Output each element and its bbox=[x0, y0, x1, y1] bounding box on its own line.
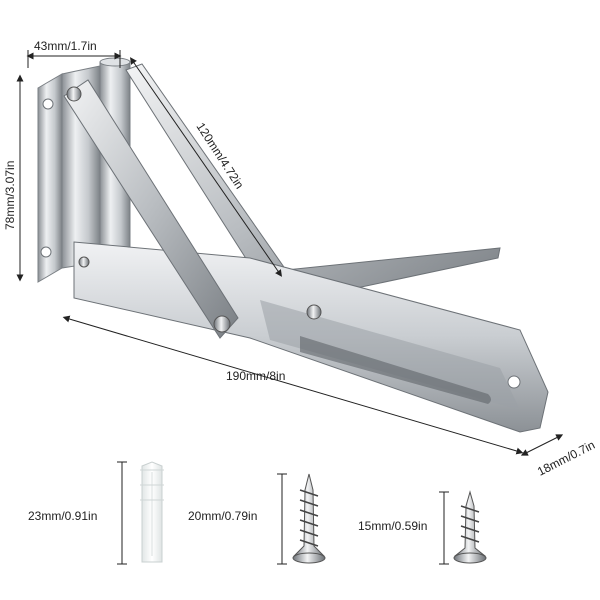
channel-end-hole bbox=[507, 375, 521, 389]
dimension-lines bbox=[16, 50, 564, 456]
pivot-rivet-top bbox=[66, 86, 82, 102]
folding-bracket bbox=[37, 57, 549, 433]
long-screw-length-label: 20mm/0.79in bbox=[188, 509, 257, 523]
wall-plate-hole-bottom bbox=[40, 246, 52, 258]
anchor-length-label: 23mm/0.91in bbox=[28, 509, 97, 523]
wall-plate-hole-top bbox=[42, 98, 54, 110]
short-screw bbox=[439, 490, 487, 565]
long-screw bbox=[277, 473, 326, 565]
short-screw-length-label: 15mm/0.59in bbox=[358, 519, 427, 533]
length-label: 190mm/8in bbox=[226, 369, 285, 383]
pivot-rivet-left bbox=[78, 256, 90, 268]
width-label: 43mm/1.7in bbox=[34, 39, 97, 53]
pivot-rivet-latch bbox=[306, 304, 322, 320]
pivot-rivet-main bbox=[213, 315, 231, 333]
wall-anchor bbox=[117, 461, 164, 565]
height-label: 78mm/3.07in bbox=[3, 161, 17, 230]
